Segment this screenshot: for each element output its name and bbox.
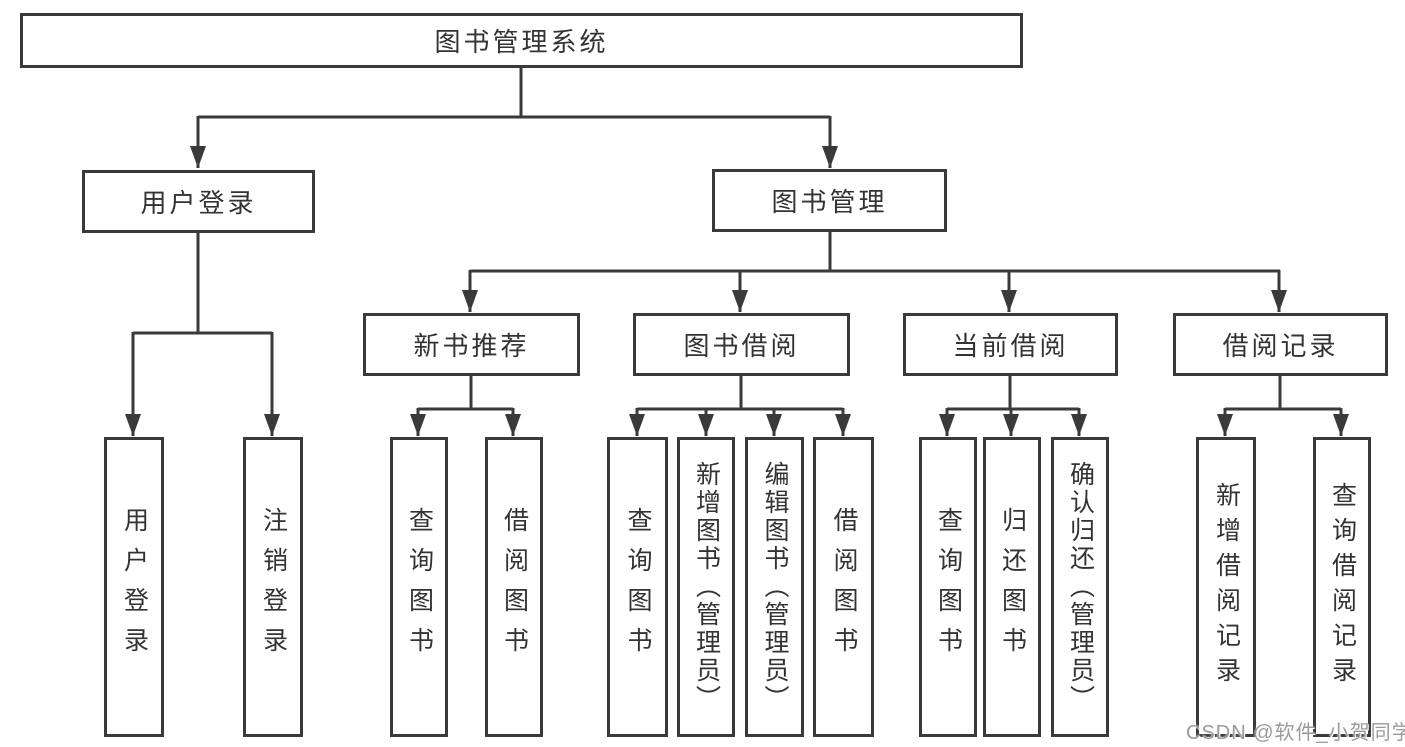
connector-line <box>1225 376 1341 411</box>
leaf-query-book-recommend: 查询图书 <box>390 437 448 737</box>
connector-root-to-level2 <box>190 68 838 168</box>
leaf-logout: 注销登录 <box>243 437 303 737</box>
leaf-user-login: 用户登录 <box>104 437 164 737</box>
connector-line <box>133 233 272 335</box>
node-new-book-recommend: 新书推荐 <box>363 313 580 376</box>
leaf-query-borrow-record: 查询借阅记录 <box>1313 437 1371 737</box>
connector-line <box>637 376 843 411</box>
connector-book-management-to-level3 <box>462 232 1287 312</box>
leaf-add-borrow-record: 新增借阅记录 <box>1196 437 1256 737</box>
node-current-borrow: 当前借阅 <box>903 313 1118 376</box>
connector-current-borrow-to-leaves <box>939 376 1087 436</box>
leaf-edit-book-admin: 编辑图书（管理员） <box>745 437 804 737</box>
connector-user-login-to-leaves <box>125 233 280 436</box>
leaf-query-book-current: 查询图书 <box>919 437 977 737</box>
node-library-management-system: 图书管理系统 <box>20 13 1023 68</box>
node-book-management: 图书管理 <box>712 169 947 232</box>
connector-borrow-records-to-leaves <box>1217 376 1349 436</box>
connector-line <box>470 232 1280 273</box>
connector-new-book-recommend-to-leaves <box>410 376 521 436</box>
leaf-borrow-book-recommend: 借阅图书 <box>485 437 543 737</box>
connector-line <box>947 376 1079 411</box>
node-borrow-records: 借阅记录 <box>1173 313 1388 376</box>
leaf-return-book: 归还图书 <box>983 437 1041 737</box>
leaf-query-book-borrow: 查询图书 <box>607 437 668 737</box>
connector-line <box>418 376 513 411</box>
leaf-add-book-admin: 新增图书（管理员） <box>677 437 735 737</box>
leaf-borrow-book: 借阅图书 <box>813 437 874 737</box>
leaf-confirm-return-admin: 确认归还（管理员） <box>1051 437 1109 737</box>
connector-book-borrow-to-leaves <box>629 376 851 436</box>
connector-line <box>198 68 830 119</box>
node-book-borrow: 图书借阅 <box>633 313 850 376</box>
csdn-watermark: CSDN @软件_小贺同学 <box>1186 722 1405 744</box>
node-user-login-module: 用户登录 <box>82 170 315 233</box>
